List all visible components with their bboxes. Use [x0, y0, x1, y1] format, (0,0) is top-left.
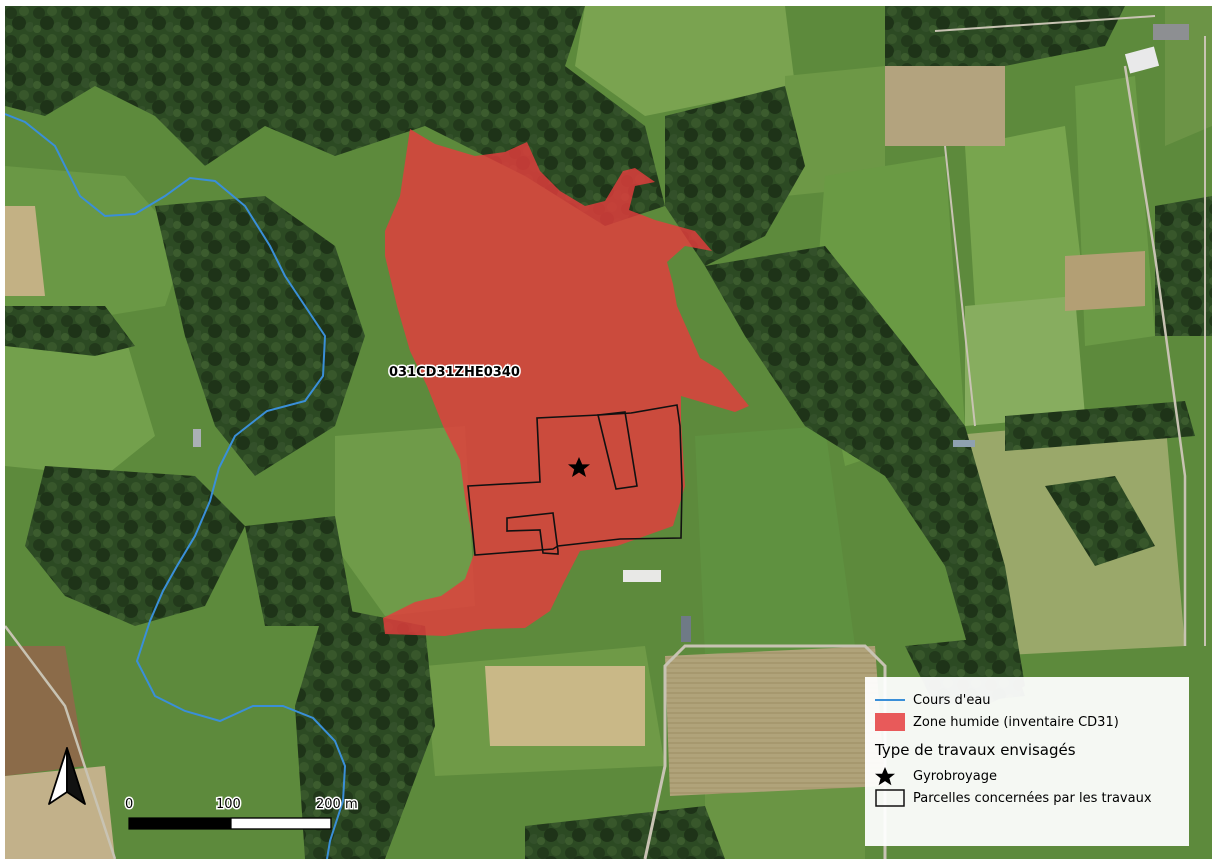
- meadow: [485, 666, 645, 746]
- forest: [705, 246, 1025, 706]
- legend-label-gyrobroyage: Gyrobroyage: [913, 768, 997, 784]
- meadow: [785, 66, 885, 196]
- legend-label-river: Cours d'eau: [913, 692, 991, 708]
- gyrobroyage-marker[interactable]: [568, 457, 590, 477]
- ploughed-field: [665, 646, 885, 796]
- forest: [525, 806, 725, 859]
- forest: [885, 6, 1125, 66]
- legend: Cours d'eau Zone humide (inventaire CD31…: [865, 677, 1189, 846]
- meadow: [695, 426, 855, 656]
- building: [623, 570, 661, 582]
- meadow: [965, 126, 1085, 306]
- legend-label-parcels: Parcelles concernées par les travaux: [913, 790, 1152, 806]
- parcel-outline[interactable]: [467, 404, 683, 556]
- legend-item-wetland: Zone humide (inventaire CD31): [875, 711, 1181, 733]
- star-icon: [875, 767, 905, 786]
- scale-bar: 0 100 200 m: [124, 796, 359, 830]
- road: [944, 145, 976, 427]
- forest: [25, 466, 245, 626]
- star-icon: [568, 457, 590, 477]
- building: [193, 429, 201, 447]
- forest: [5, 306, 135, 356]
- legend-label-wetland: Zone humide (inventaire CD31): [913, 714, 1119, 730]
- meadow: [1065, 251, 1145, 311]
- legend-section-title: Type de travaux envisagés: [875, 741, 1076, 759]
- forest: [1155, 196, 1212, 336]
- forest: [155, 196, 365, 476]
- road: [934, 15, 1156, 32]
- scale-label-0: 0: [125, 797, 133, 812]
- map-canvas[interactable]: 031CD31ZHE0340 0 100 200 m: [5, 6, 1212, 859]
- legend-item-gyrobroyage: Gyrobroyage: [875, 765, 1181, 787]
- meadow: [5, 766, 115, 859]
- meadow: [885, 66, 1005, 146]
- meadow: [1165, 6, 1212, 146]
- building: [1124, 46, 1160, 74]
- meadow: [5, 166, 185, 316]
- road: [643, 644, 887, 859]
- parcel-outline-icon: [875, 789, 905, 807]
- parcels: [467, 404, 683, 556]
- north-arrow-icon: [48, 747, 86, 805]
- forest: [245, 516, 355, 626]
- legend-item-river: Cours d'eau: [875, 689, 1181, 711]
- road: [1123, 65, 1187, 646]
- aerial-imagery: [5, 6, 1212, 859]
- building: [681, 616, 691, 642]
- legend-item-parcels: Parcelles concernées par les travaux: [875, 787, 1181, 809]
- zone-label[interactable]: 031CD31ZHE0340: [388, 364, 522, 382]
- scale-segment-white: [230, 817, 332, 830]
- meadow: [965, 296, 1085, 426]
- forest: [665, 86, 805, 266]
- river: [5, 113, 347, 859]
- meadow: [5, 326, 155, 476]
- building: [1153, 24, 1189, 40]
- meadow: [5, 206, 45, 296]
- forest: [5, 6, 665, 226]
- scale-label-200: 200 m: [316, 797, 358, 812]
- river-line-icon: [875, 691, 905, 709]
- wetland-zone[interactable]: [383, 129, 749, 636]
- forest: [1045, 476, 1155, 566]
- parcel-outline[interactable]: [597, 411, 638, 490]
- forest: [295, 606, 435, 859]
- road: [5, 625, 117, 859]
- meadow: [335, 426, 475, 616]
- meadow: [575, 6, 795, 116]
- building: [953, 440, 975, 447]
- scale-segment-black: [129, 818, 231, 829]
- forest: [1005, 401, 1195, 451]
- meadow: [5, 646, 85, 776]
- wetland-fill-icon: [875, 713, 905, 731]
- parcel-outline[interactable]: [506, 512, 559, 555]
- scale-label-100: 100: [216, 797, 241, 812]
